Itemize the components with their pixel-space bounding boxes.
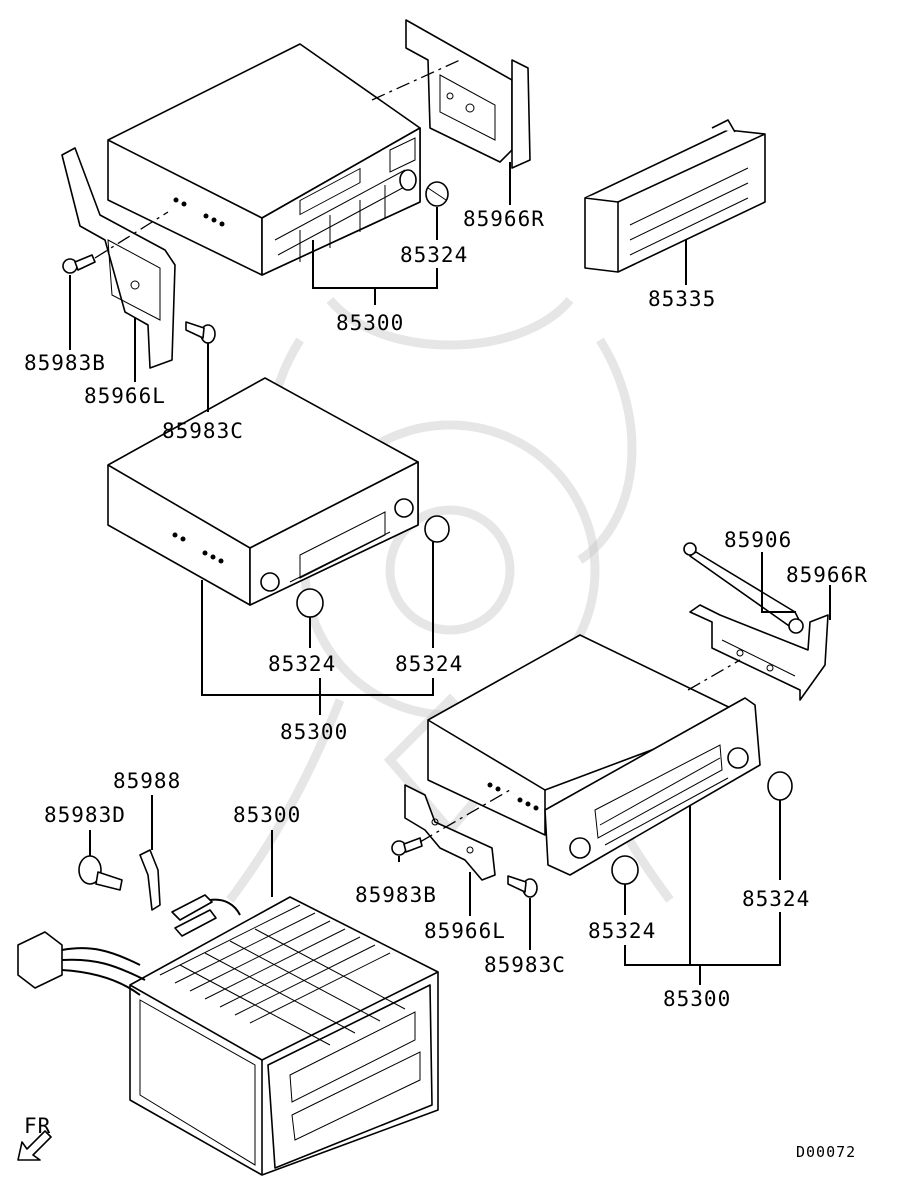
mid-radio-unit <box>107 377 419 606</box>
top-radio-unit <box>107 43 421 276</box>
label-85966r-right: 85966R <box>786 563 868 587</box>
bottom-screw-d <box>78 855 123 891</box>
right-knob-left <box>611 855 639 885</box>
top-bracket-l <box>61 147 176 369</box>
label-85300-mid: 85300 <box>280 720 348 744</box>
bottom-harness-clip <box>139 849 161 911</box>
label-85983c-top: 85983C <box>162 419 244 443</box>
right-radio-unit <box>427 634 761 876</box>
right-bracket-r <box>689 604 829 701</box>
diagram-code: D00072 <box>796 1143 856 1161</box>
part-labels: 85966R 85324 85300 85335 85983B 85966L 8… <box>24 207 868 1011</box>
wire-harness <box>17 894 241 996</box>
label-85300-top: 85300 <box>336 311 404 335</box>
label-85983c-right: 85983C <box>484 953 566 977</box>
trim-panel <box>584 119 766 273</box>
bottom-radio-vent-grid <box>159 904 406 1046</box>
bottom-radio-unit <box>129 896 439 1176</box>
front-arrow-icon <box>17 1130 52 1161</box>
top-screw-b <box>62 254 96 274</box>
top-screw-c <box>185 321 216 344</box>
label-85966l-right: 85966L <box>424 919 506 943</box>
direction-label: FR <box>24 1114 51 1138</box>
label-85324-right-right: 85324 <box>742 887 810 911</box>
top-bracket-r <box>405 19 531 169</box>
label-85983b-top: 85983B <box>24 351 106 375</box>
mid-radio-knobs <box>260 498 414 592</box>
leader-lines <box>69 162 831 985</box>
mid-knob-right <box>424 515 450 543</box>
right-screw-b <box>391 837 423 856</box>
label-85966r-top: 85966R <box>463 207 545 231</box>
right-rod <box>683 542 804 634</box>
right-radio-screw-holes <box>487 782 539 811</box>
label-85324-mid-left: 85324 <box>268 652 336 676</box>
label-85324-right-left: 85324 <box>588 919 656 943</box>
right-screw-c <box>507 875 538 898</box>
top-radio-screw-holes <box>173 197 225 227</box>
label-85324-mid-right: 85324 <box>395 652 463 676</box>
label-85300-right: 85300 <box>663 987 731 1011</box>
mid-knob-left <box>296 588 324 618</box>
label-85966l-top: 85966L <box>84 384 166 408</box>
label-85983d: 85983D <box>44 803 126 827</box>
mid-radio-screw-holes <box>172 532 224 564</box>
label-85983b-right: 85983B <box>355 883 437 907</box>
label-85335: 85335 <box>648 287 716 311</box>
label-85906: 85906 <box>724 528 792 552</box>
right-bracket-l <box>404 784 496 881</box>
label-85300-bottom: 85300 <box>233 803 301 827</box>
right-knob-right <box>767 771 793 801</box>
label-85324-top: 85324 <box>400 243 468 267</box>
top-knob <box>399 169 449 207</box>
label-85988: 85988 <box>113 769 181 793</box>
